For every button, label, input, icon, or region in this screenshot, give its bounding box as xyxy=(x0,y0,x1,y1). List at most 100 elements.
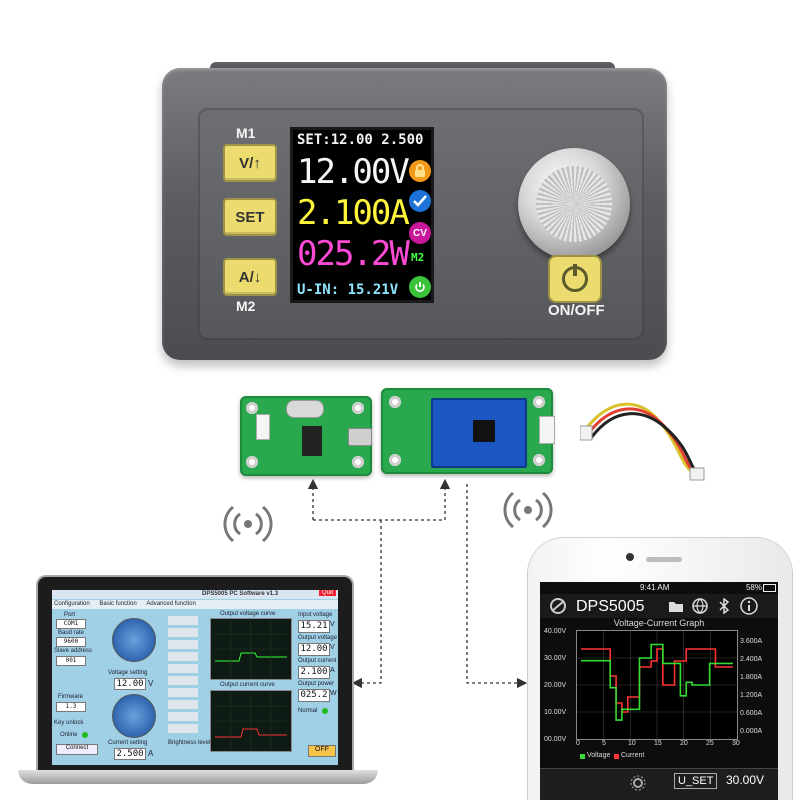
pc-software-tabs: Configuration Basic function Advanced fu… xyxy=(52,600,338,609)
port-label: Port xyxy=(64,612,76,618)
lcd-power: 025.2W xyxy=(297,234,410,274)
connector xyxy=(539,416,555,444)
voltage-setting-unit: V xyxy=(148,679,154,688)
wireless-signal-icon xyxy=(223,505,273,543)
status-time: 9:41 AM xyxy=(640,583,670,592)
online-label: Online xyxy=(60,732,78,738)
rotary-encoder-knob[interactable] xyxy=(518,148,630,260)
pc-software-title: DPS5005 PC Software v1.3 xyxy=(202,591,279,597)
right-axis-tick-label: 2.400A xyxy=(740,656,763,663)
output-power-value: 025.2 xyxy=(298,689,330,702)
quit-button[interactable]: Quit xyxy=(318,590,336,596)
u-set-button[interactable]: U_SET xyxy=(674,773,718,789)
info-icon[interactable] xyxy=(740,597,758,615)
voltage-current-chart xyxy=(577,631,737,739)
lock-icon xyxy=(409,160,431,182)
right-axis-tick-label: 0.600A xyxy=(740,710,763,717)
battery-icon xyxy=(763,584,776,592)
folder-icon[interactable] xyxy=(668,599,684,613)
m2-label: M2 xyxy=(236,298,256,314)
phone-status-bar: 9:41 AM 58% xyxy=(540,582,778,594)
connect-button[interactable]: Connect xyxy=(56,744,98,755)
right-axis-tick-label: 1.200A xyxy=(740,692,763,699)
x-axis-tick-label: 5 xyxy=(602,740,606,747)
phone-app-title: DPS5005 xyxy=(576,598,645,615)
slave-address-field[interactable]: 001 xyxy=(56,656,86,666)
voltage-dial[interactable] xyxy=(112,618,156,662)
current-dial[interactable] xyxy=(112,694,156,738)
globe-icon[interactable] xyxy=(692,598,708,614)
right-axis-tick-label: 3.600A xyxy=(740,638,763,645)
current-setting-unit: A xyxy=(148,749,154,758)
usb-communication-module xyxy=(240,396,372,476)
firmware-field: 1.3 xyxy=(56,702,86,712)
lcd-input-voltage: U-IN: 15.21V xyxy=(297,282,399,298)
laptop-base xyxy=(18,770,378,784)
current-down-button[interactable]: A/↓ xyxy=(223,258,277,296)
legend-current-swatch xyxy=(614,754,619,759)
output-current-label: Output current xyxy=(298,658,337,664)
port-select[interactable]: COM1 xyxy=(56,619,86,629)
output-current-curve-label: Output current curve xyxy=(220,682,275,688)
tab-configuration[interactable]: Configuration xyxy=(54,601,90,607)
key-unlock-label: Key unlock xyxy=(54,720,84,726)
input-voltage-unit: V xyxy=(330,621,335,628)
left-axis-tick-label: 30.00V xyxy=(544,655,567,662)
slave-address-label: Slave address xyxy=(54,648,93,654)
input-voltage-label: Input voltage xyxy=(298,612,333,618)
check-icon xyxy=(409,190,431,212)
set-button[interactable]: SET xyxy=(223,198,277,236)
connection-cable xyxy=(580,402,705,481)
input-voltage-value: 15.21 xyxy=(298,620,330,633)
voltage-setting-field[interactable]: 12.00 xyxy=(114,678,146,690)
left-axis-tick-label: 40.00V xyxy=(544,628,567,635)
output-voltage-curve-label: Output voltage curve xyxy=(220,611,276,617)
pc-software-window: DPS5005 PC Software v1.3 Quit Configurat… xyxy=(52,590,338,765)
lcd-voltage: 12.00V xyxy=(297,152,410,192)
phone-camera xyxy=(626,553,634,561)
baud-rate-select[interactable]: 9600 xyxy=(56,637,86,647)
lcd-current: 2.100A xyxy=(297,193,410,233)
output-off-button[interactable]: OFF xyxy=(308,745,336,757)
connector xyxy=(256,414,270,440)
status-indicator xyxy=(322,708,328,714)
m1-label: M1 xyxy=(236,125,256,141)
x-axis-tick-label: 30 xyxy=(732,740,740,747)
x-axis-tick-label: 15 xyxy=(654,740,662,747)
current-setting-field[interactable]: 2.500 xyxy=(114,748,146,760)
phone-app-bar: DPS5005 xyxy=(540,594,778,618)
bluetooth-chip-board xyxy=(431,398,527,468)
output-power-unit: W xyxy=(330,690,337,697)
crystal-oscillator xyxy=(286,400,324,418)
firmware-label: Firmware xyxy=(58,694,83,700)
voltage-setting-label: Voltage setting xyxy=(108,670,148,676)
current-series-line xyxy=(581,648,733,713)
graph-title: Voltage-Current Graph xyxy=(613,618,705,628)
lcd-set-line: SET:12.00 2.500 xyxy=(297,132,424,148)
output-current-unit: A xyxy=(330,667,335,674)
memory-badge: M2 xyxy=(411,251,425,264)
voltage-up-button[interactable]: V/↑ xyxy=(223,144,277,182)
lcd-display: SET:12.00 2.500 12.00V 2.100A 025.2W U-I… xyxy=(290,127,434,303)
phone-speaker xyxy=(646,557,682,562)
brightness-label: Brightness level xyxy=(168,740,211,746)
voltage-current-plot xyxy=(576,630,738,740)
on-off-button[interactable] xyxy=(548,255,602,303)
tab-basic-function[interactable]: Basic function xyxy=(99,601,137,607)
bluetooth-icon[interactable] xyxy=(718,598,730,614)
output-voltage-unit: V xyxy=(330,644,335,651)
current-setting-label: Current setting xyxy=(108,740,148,746)
legend-voltage: Voltage xyxy=(587,752,611,759)
settings-icon[interactable] xyxy=(630,775,646,791)
left-axis-tick-label: 00.00V xyxy=(544,736,567,743)
phone-bottom-panel: U_SET 30.00V xyxy=(540,768,778,800)
left-axis-tick-label: 10.00V xyxy=(544,709,567,716)
output-current-value: 2.100 xyxy=(298,666,330,679)
online-indicator xyxy=(82,732,88,738)
memory-group-buttons[interactable] xyxy=(168,616,198,736)
output-current-curve xyxy=(210,690,292,752)
output-voltage-curve xyxy=(210,618,292,680)
x-axis-tick-label: 0 xyxy=(576,740,580,747)
normal-status: Normal xyxy=(298,708,318,714)
tab-advanced-function[interactable]: Advanced function xyxy=(146,601,196,607)
